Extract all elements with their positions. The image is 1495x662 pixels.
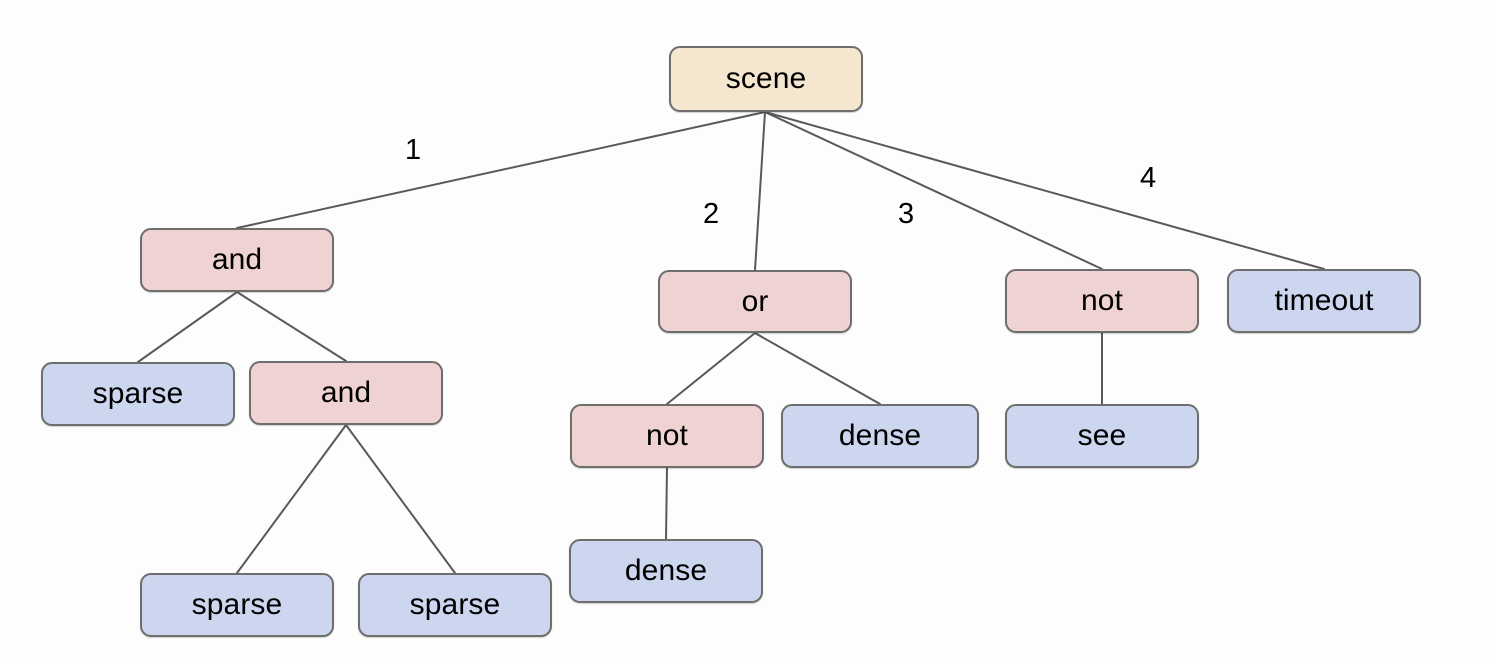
tree-edge-or1-to-dense1 [754,332,881,405]
edge-label-1: 1 [405,134,422,166]
tree-edge-and1-to-and2 [236,291,347,362]
tree-node-not1[interactable]: not [1005,269,1199,333]
tree-node-not2[interactable]: not [570,404,764,468]
tree-edge-scene-to-and1 [236,111,766,229]
edge-label-4: 4 [1140,162,1157,194]
tree-node-or1[interactable]: or [658,270,852,333]
tree-node-sparse3[interactable]: sparse [358,573,552,637]
tree-edge-or1-to-not2 [666,332,756,405]
tree-node-timeout1[interactable]: timeout [1227,269,1421,333]
tree-node-and1[interactable]: and [140,228,334,292]
tree-node-sparse1[interactable]: sparse [41,362,235,426]
tree-node-and2[interactable]: and [249,361,443,425]
tree-node-dense1[interactable]: dense [781,404,979,468]
tree-edge-scene-to-or1 [754,111,766,271]
tree-edge-and2-to-sparse2 [236,424,347,574]
tree-edge-not2-to-dense2 [665,467,668,540]
edge-label-3: 3 [898,198,915,230]
tree-edge-scene-to-not1 [764,111,1103,270]
tree-edge-and1-to-sparse1 [137,291,238,363]
tree-edge-scene-to-timeout1 [764,111,1325,270]
tree-node-scene[interactable]: scene [669,46,863,112]
tree-edge-and2-to-sparse3 [345,424,456,574]
edge-label-2: 2 [703,198,720,230]
tree-node-dense2[interactable]: dense [569,539,763,603]
tree-node-see1[interactable]: see [1005,404,1199,468]
tree-node-sparse2[interactable]: sparse [140,573,334,637]
